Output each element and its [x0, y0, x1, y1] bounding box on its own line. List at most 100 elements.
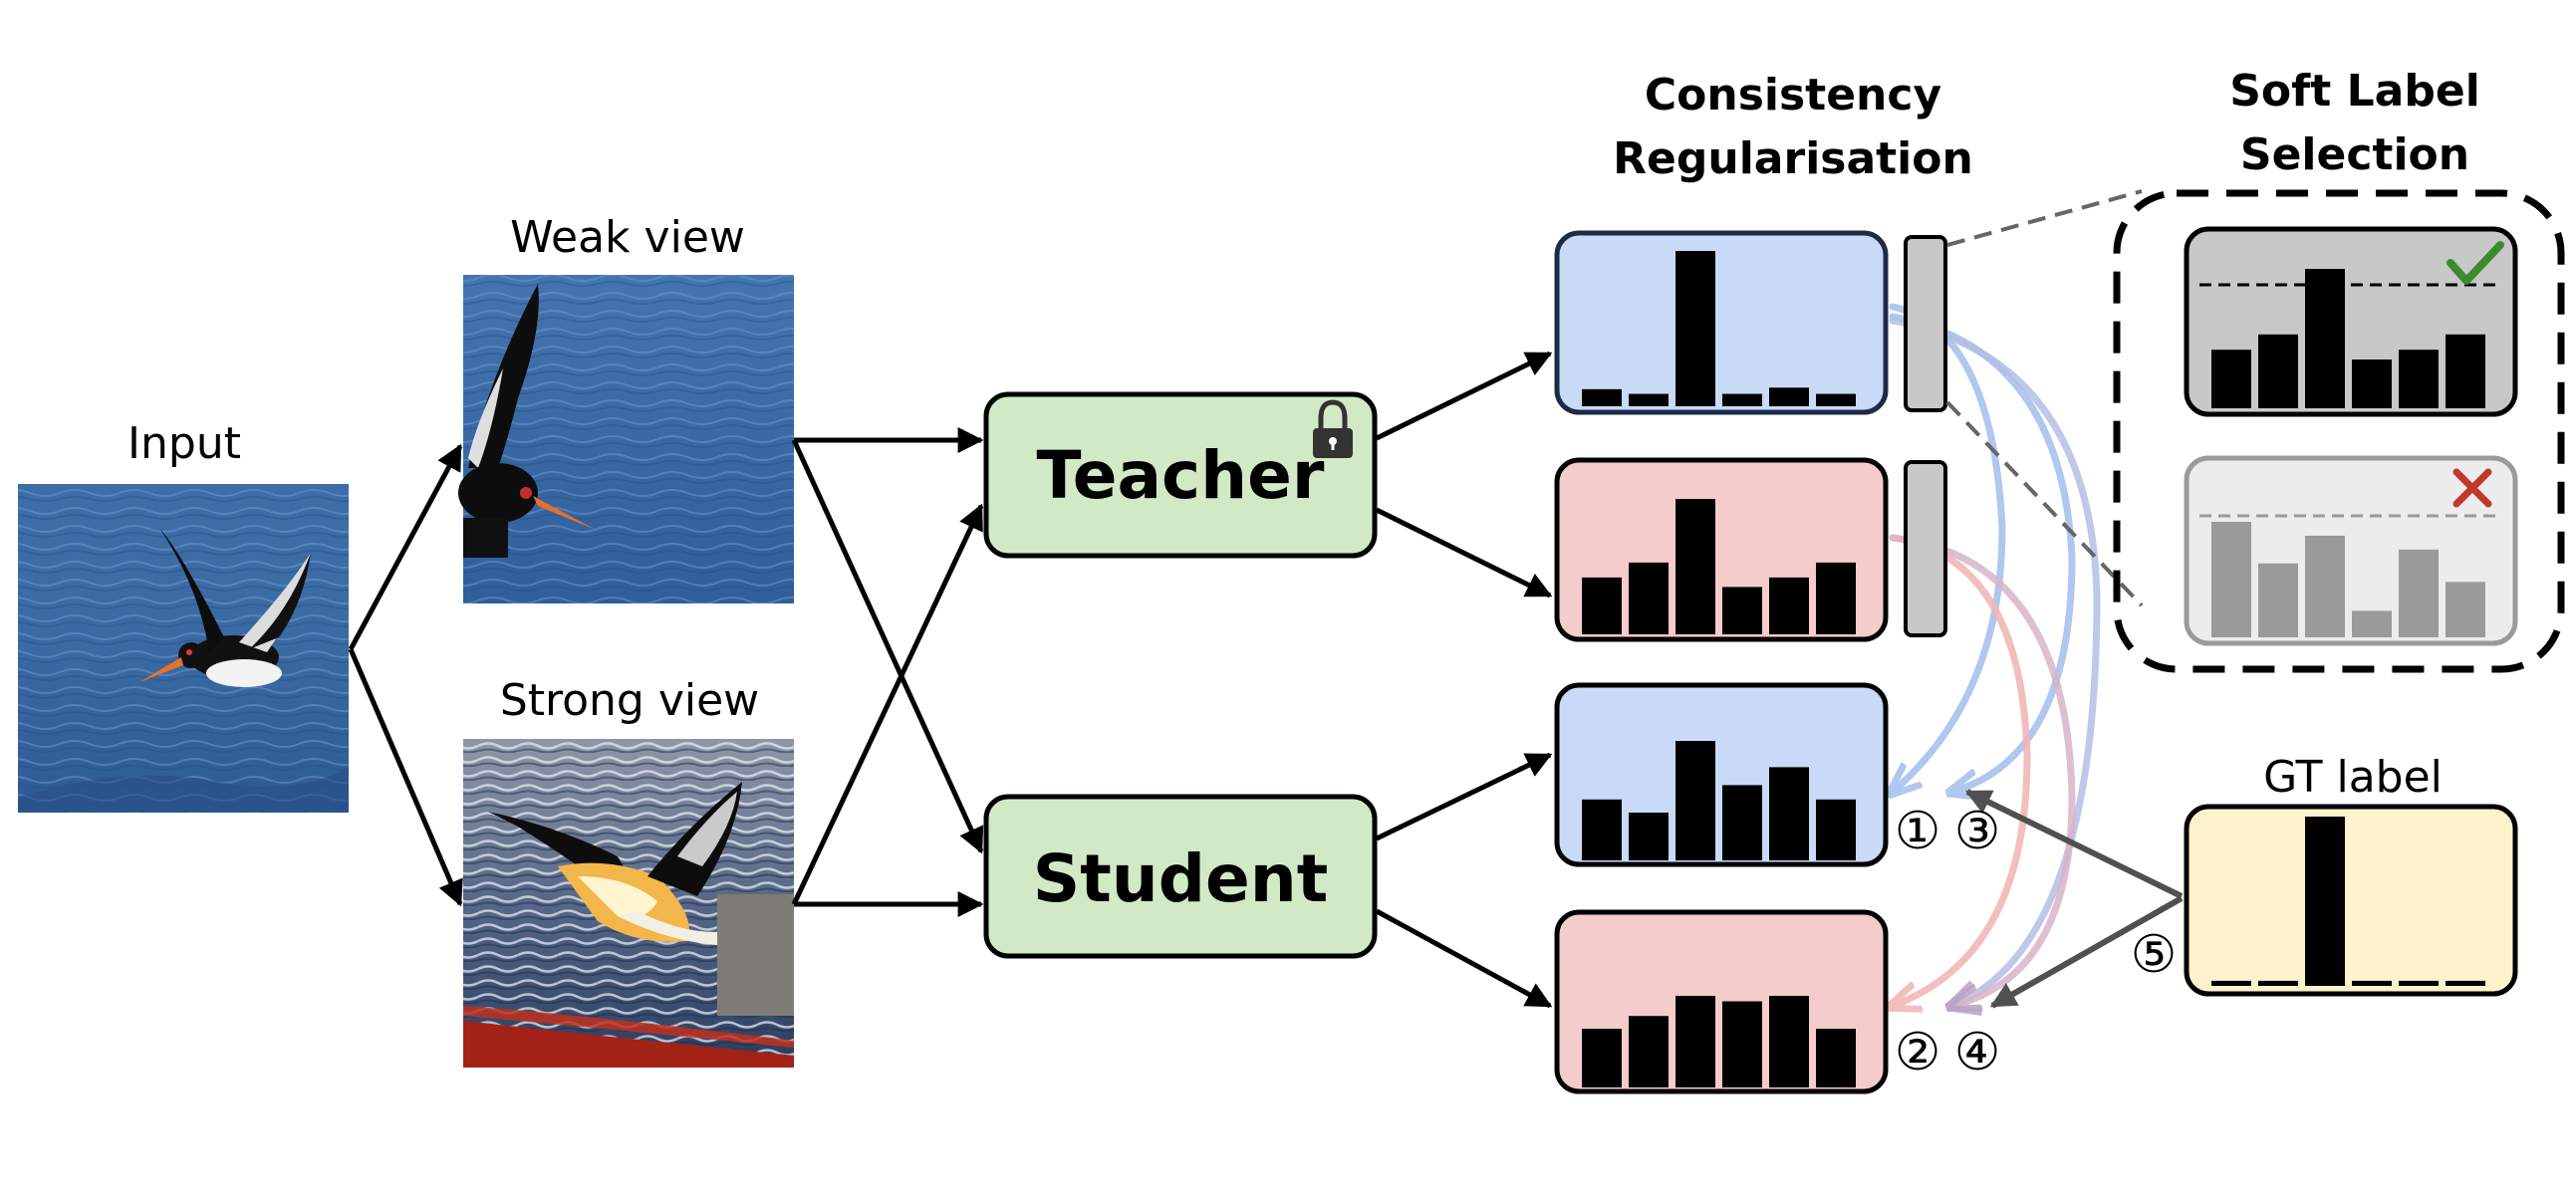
- step-marker-1: ①: [1895, 802, 1941, 861]
- student-weak-bars-bar-5: [1769, 767, 1809, 860]
- teacher-strong-bars-bar-5: [1769, 577, 1809, 634]
- rejected-label-bars-bar-1: [2211, 522, 2251, 637]
- teacher-strong-bars-bar-6: [1816, 562, 1856, 634]
- weak-view-image: [458, 275, 794, 603]
- student-weak-bars: [1582, 741, 1856, 860]
- student-label: Student: [1033, 840, 1329, 917]
- teacher-weak-bars-bar-4: [1722, 393, 1762, 406]
- gt-label-bars-bar-1: [2211, 980, 2251, 986]
- selected-label-bars-bar-3: [2305, 269, 2345, 408]
- student-strong-bars-bar-5: [1769, 996, 1809, 1087]
- weak-view-label: Weak view: [510, 212, 745, 263]
- teacher-weak-panel: [1554, 230, 1889, 415]
- teacher-weak-bars-bar-6: [1816, 393, 1856, 406]
- input-image: [18, 484, 349, 813]
- student-box: [983, 794, 1378, 959]
- teacher-box: [983, 391, 1378, 559]
- teacher-weak-bars-bar-3: [1675, 251, 1715, 406]
- rejected-label-bars-bar-6: [2446, 582, 2485, 637]
- student-strong-bars: [1582, 996, 1856, 1087]
- teacher-strong-bars-bar-3: [1675, 499, 1715, 634]
- arrow-student-to-strong-pred: [1375, 908, 1553, 1009]
- arrow-student-to-weak-pred: [1375, 752, 1553, 841]
- strong-view-label: Strong view: [500, 675, 759, 726]
- gt-label-node: [2184, 804, 2518, 997]
- selected-label-bars: [2211, 269, 2485, 408]
- teacher-weak-bars-bar-5: [1769, 387, 1809, 406]
- student-node: Student: [983, 794, 1378, 959]
- rejected-label-bars: [2211, 522, 2485, 637]
- student-strong-prediction: [1554, 909, 1889, 1094]
- student-strong-bars-bar-2: [1629, 1016, 1669, 1087]
- student-strong-bars-bar-3: [1675, 996, 1715, 1087]
- selected-label-bars-bar-5: [2399, 350, 2439, 408]
- teacher-node: Teacher: [983, 391, 1378, 559]
- teacher-weak-bars: [1582, 251, 1856, 406]
- lock-icon: [1313, 399, 1353, 458]
- student-strong-bars-bar-4: [1722, 1001, 1762, 1087]
- consistency-title-line2: Regularisation: [1613, 133, 1973, 184]
- arrow-teacher-to-strong-pred: [1375, 507, 1553, 598]
- step-marker-4: ④: [1954, 1023, 2001, 1082]
- teacher-weak-bars-bar-2: [1629, 393, 1669, 406]
- curve-teacher-strong-to-student-strong-2: [1893, 534, 2031, 1006]
- gt-label-bars-bar-6: [2446, 980, 2485, 986]
- student-weak-bars-bar-4: [1722, 785, 1762, 860]
- student-weak-prediction: [1554, 682, 1889, 867]
- selection-gate-weak: [1904, 235, 1947, 412]
- arrow-input-to-strong: [348, 648, 463, 907]
- gt-label-bars-bar-2: [2258, 980, 2298, 986]
- consistency-curves: [1889, 303, 2101, 1006]
- teacher-strong-bars-bar-2: [1629, 562, 1669, 634]
- teacher-strong-bars-bar-4: [1722, 587, 1762, 634]
- student-weak-bars-bar-3: [1675, 741, 1715, 860]
- arrow-input-to-weak: [348, 443, 463, 651]
- selection-gate-strong: [1904, 460, 1947, 637]
- arrow-teacher-to-weak-pred: [1375, 351, 1553, 441]
- curve-teacher-strong-to-student-strong-4: [1889, 534, 2076, 1006]
- soft-label-title-line2: Selection: [2240, 129, 2469, 180]
- step-marker-2: ②: [1895, 1023, 1941, 1082]
- selected-label-bars-bar-1: [2211, 350, 2251, 408]
- selected-label-bars-bar-6: [2446, 334, 2485, 408]
- teacher-strong-bars: [1582, 499, 1856, 634]
- arrow-weak-to-student: [791, 438, 984, 854]
- arrow-gt-to-student-weak: [1964, 789, 2184, 899]
- gt-label-bars: [2211, 817, 2485, 986]
- rejected-label-bars-bar-5: [2399, 549, 2439, 637]
- strong-view-image: [463, 739, 794, 1068]
- arrow-strong-to-teacher: [791, 503, 984, 906]
- gt-arrows: [1964, 789, 2184, 1009]
- teacher-weak-prediction: [1554, 230, 1889, 415]
- rejected-label-bars-bar-3: [2305, 535, 2345, 637]
- student-weak-bars-bar-6: [1816, 799, 1856, 860]
- soft-label-selection: [2113, 189, 2565, 673]
- arrow-gt-to-student-strong: [1989, 895, 2184, 1009]
- views-to-models-arrows: [791, 427, 984, 917]
- selected-label-bars-bar-4: [2352, 359, 2392, 408]
- gt-label-bars-bar-4: [2352, 980, 2392, 986]
- soft-label-selection-frame: [2113, 189, 2565, 673]
- curve-teacher-weak-to-student-strong: [1889, 317, 2101, 1006]
- selected-label-bars-bar-2: [2258, 334, 2298, 408]
- rejected-label-bars-bar-2: [2258, 563, 2298, 637]
- model-output-arrows: [1375, 351, 1553, 1009]
- rejected-label-bars-bar-4: [2352, 610, 2392, 637]
- gt-label-bars-bar-3: [2305, 817, 2345, 986]
- check-icon: [2447, 241, 2504, 285]
- student-weak-bars-bar-2: [1629, 813, 1669, 860]
- student-strong-bars-bar-1: [1582, 1029, 1622, 1087]
- connector-top: [1946, 189, 2143, 247]
- selection-connectors: [1945, 189, 2144, 607]
- student-strong-bars-bar-6: [1816, 1029, 1856, 1087]
- cross-icon: [2452, 468, 2492, 508]
- teacher-strong-bars-bar-1: [1582, 577, 1622, 634]
- connector-bottom: [1945, 400, 2144, 607]
- consistency-title-line1: Consistency: [1645, 70, 1941, 120]
- soft-label-title-line1: Soft Label: [2229, 66, 2480, 117]
- input-to-views-arrows: [348, 443, 463, 907]
- teacher-weak-bars-bar-1: [1582, 388, 1622, 406]
- step-marker-3: ③: [1954, 802, 2001, 861]
- gt-label-bars-bar-5: [2399, 980, 2439, 986]
